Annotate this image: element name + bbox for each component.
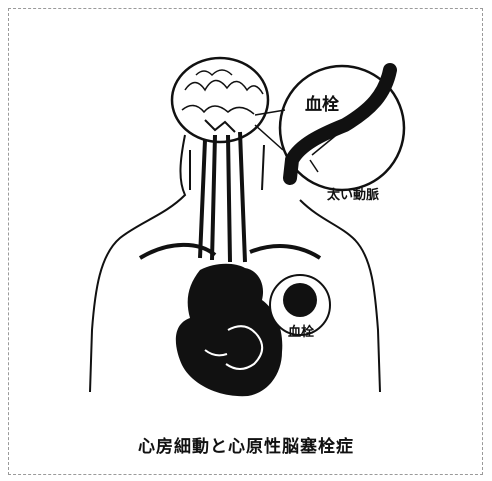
carotid-arteries (200, 132, 245, 262)
figure-caption: 心房細動と心原性脳塞栓症 (0, 432, 492, 457)
heart-icon (176, 264, 282, 396)
large-artery-label: 太い動脈 (327, 184, 379, 203)
artery-zoom-circle (280, 66, 404, 190)
clot-label-top: 血栓 (305, 90, 339, 115)
brain-icon (172, 58, 268, 142)
clot-label-heart: 血栓 (288, 321, 314, 340)
